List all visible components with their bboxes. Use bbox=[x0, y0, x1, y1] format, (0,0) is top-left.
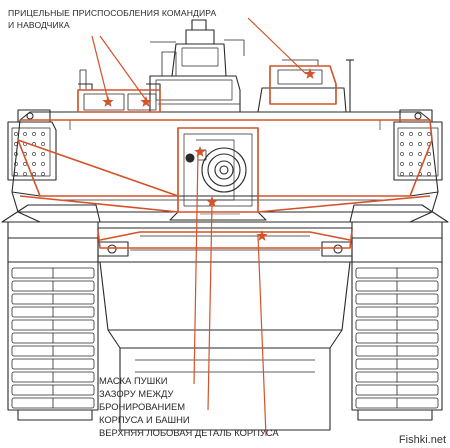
leader-gunner-sight-2 bbox=[99, 35, 147, 101]
left-stowage-box bbox=[7, 109, 57, 181]
stowage-bolt bbox=[400, 132, 404, 136]
right-stowage-box bbox=[393, 109, 443, 181]
glacis-outline bbox=[97, 229, 353, 249]
stowage-bolt bbox=[14, 142, 18, 146]
stowage-bolt bbox=[23, 172, 27, 176]
star-marker-gap bbox=[206, 196, 218, 207]
sights-callout-line1: ПРИЦЕЛЬНЫЕ ПРИСПОСОБЛЕНИЯ КОМАНДИРА bbox=[8, 8, 217, 18]
turret-armor-outline bbox=[17, 119, 433, 197]
leader-gap bbox=[207, 203, 213, 411]
highlight-outlines bbox=[17, 65, 433, 249]
stowage-bolt bbox=[14, 162, 18, 166]
stowage-bolt bbox=[427, 132, 431, 136]
star-markers bbox=[102, 68, 316, 241]
stowage-bolt bbox=[32, 162, 36, 166]
stowage-bolt bbox=[409, 172, 413, 176]
stowage-bolt bbox=[418, 142, 422, 146]
stowage-bolt bbox=[409, 132, 413, 136]
stowage-bolt bbox=[409, 162, 413, 166]
stowage-bolt bbox=[14, 152, 18, 156]
star-marker-gunner-left bbox=[102, 96, 114, 107]
right-track bbox=[351, 221, 443, 421]
stowage-bolt bbox=[41, 132, 45, 136]
stowage-bolt bbox=[41, 152, 45, 156]
leader-mantlet bbox=[193, 151, 199, 385]
star-marker-mantlet bbox=[194, 146, 206, 157]
stowage-bolt bbox=[23, 162, 27, 166]
stowage-bolt bbox=[409, 142, 413, 146]
stowage-bolt bbox=[418, 152, 422, 156]
stowage-bolt bbox=[427, 172, 431, 176]
glacis-callout: ВЕРХНЯЯ ЛОБОВАЯ ДЕТАЛЬ КОРПУСА bbox=[99, 427, 279, 438]
sights-callout: ПРИЦЕЛЬНЫЕ ПРИСПОСОБЛЕНИЯ КОМАНДИРА И НА… bbox=[8, 7, 216, 31]
stowage-bolt bbox=[32, 152, 36, 156]
star-marker-commander bbox=[304, 68, 316, 79]
stowage-bolt bbox=[427, 152, 431, 156]
stowage-bolt bbox=[41, 172, 45, 176]
gunner-sight-outline bbox=[77, 89, 161, 113]
gap-callout-line2: БРОНИРОВАНИЕМ bbox=[99, 401, 186, 412]
stowage-bolt bbox=[41, 142, 45, 146]
star-marker-gunner-right bbox=[140, 96, 152, 107]
stowage-bolt bbox=[14, 132, 18, 136]
stowage-bolt bbox=[418, 132, 422, 136]
leader-commander-sight bbox=[247, 17, 307, 75]
stowage-bolt bbox=[23, 132, 27, 136]
gap-callout-line1: ЗАЗОРУ МЕЖДУ bbox=[99, 388, 174, 399]
glacis-outline-upper bbox=[99, 231, 351, 241]
sights-callout-line2: И НАВОДЧИКА bbox=[8, 20, 70, 30]
stowage-bolt bbox=[41, 162, 45, 166]
stowage-bolt bbox=[32, 132, 36, 136]
left-track bbox=[7, 221, 99, 421]
stowage-bolt bbox=[409, 152, 413, 156]
stowage-bolt bbox=[32, 172, 36, 176]
leader-gunner-sight-1 bbox=[91, 35, 109, 101]
stowage-bolt bbox=[400, 152, 404, 156]
stowage-bolt bbox=[400, 142, 404, 146]
stowage-bolt bbox=[418, 162, 422, 166]
gunner-sight-housing bbox=[77, 69, 161, 113]
star-marker-glacis bbox=[256, 230, 268, 241]
lower-hull bbox=[97, 227, 353, 431]
gun-mantlet bbox=[177, 127, 259, 213]
stowage-bolt bbox=[400, 172, 404, 176]
gap-outline bbox=[19, 195, 431, 213]
cupola bbox=[149, 19, 245, 113]
mantlet-callout: МАСКА ПУШКИ bbox=[99, 375, 168, 386]
leader-glacis bbox=[257, 235, 267, 437]
stowage-bolt bbox=[14, 172, 18, 176]
gap-strip bbox=[169, 211, 267, 221]
stowage-bolt bbox=[427, 162, 431, 166]
watermark: Fishki.net bbox=[398, 434, 446, 446]
commander-sight-outline bbox=[269, 65, 337, 105]
roof-antennas bbox=[346, 59, 354, 112]
leader-lines bbox=[91, 17, 307, 437]
stowage-bolt bbox=[400, 162, 404, 166]
gap-callout-line3: КОРПУСА И БАШНИ bbox=[99, 414, 190, 425]
